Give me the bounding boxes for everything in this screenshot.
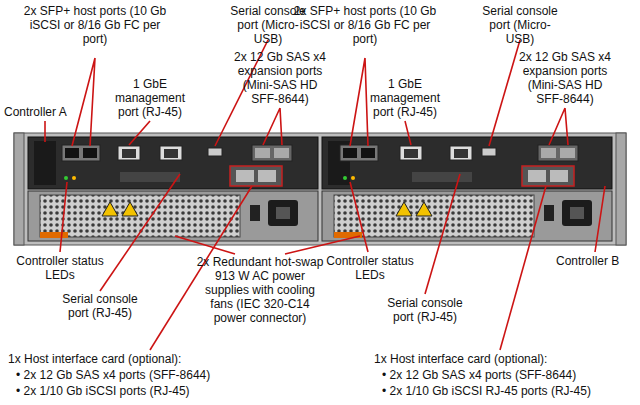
callout-label: Serial console port (RJ-45) xyxy=(52,292,148,320)
callout-label: 2x SFP+ host ports (10 Gb iSCSI or 8/16 … xyxy=(290,4,440,46)
leader-lines xyxy=(45,40,605,350)
callout-label: 2x 12 Gb SAS x4 expansion ports (Mini-SA… xyxy=(513,50,617,106)
host-card-note: • 2x 1/10 Gb iSCSI RJ-45 ports (RJ-45) xyxy=(382,384,636,398)
power-supply-right xyxy=(322,191,612,241)
host-card-note: 1x Host interface card (optional): xyxy=(374,352,636,366)
callout-label: 2x 12 Gb SAS x4 expansion ports (Mini-SA… xyxy=(228,50,332,106)
callout-label: 2x Redundant hot-swap 913 W AC power sup… xyxy=(196,255,324,325)
callout-label: Controller status LEDs xyxy=(318,254,422,282)
callout-label: 1 GbE management port (RJ-45) xyxy=(363,77,447,119)
callout-label: 2x SFP+ host ports (10 Gb iSCSI or 8/16 … xyxy=(20,4,170,46)
callout-label: 1 GbE management port (RJ-45) xyxy=(108,77,192,119)
callout-label: Controller B xyxy=(556,254,636,268)
host-card-note: • 2x 1/10 Gb iSCSI ports (RJ-45) xyxy=(16,384,308,398)
callout-label: Controller A xyxy=(4,105,86,119)
callout-label: Serial console port (Micro-USB) xyxy=(478,4,562,46)
host-card-note: • 2x 12 Gb SAS x4 ports (SFF-8644) xyxy=(16,368,308,382)
power-supply-left xyxy=(28,191,318,241)
host-card-note: • 2x 12 Gb SAS x4 ports (SFF-8644) xyxy=(382,368,636,382)
host-card-note: 1x Host interface card (optional): xyxy=(8,352,308,366)
callout-label: Controller status LEDs xyxy=(8,254,112,282)
callout-label: Serial console port (RJ-45) xyxy=(377,296,473,324)
